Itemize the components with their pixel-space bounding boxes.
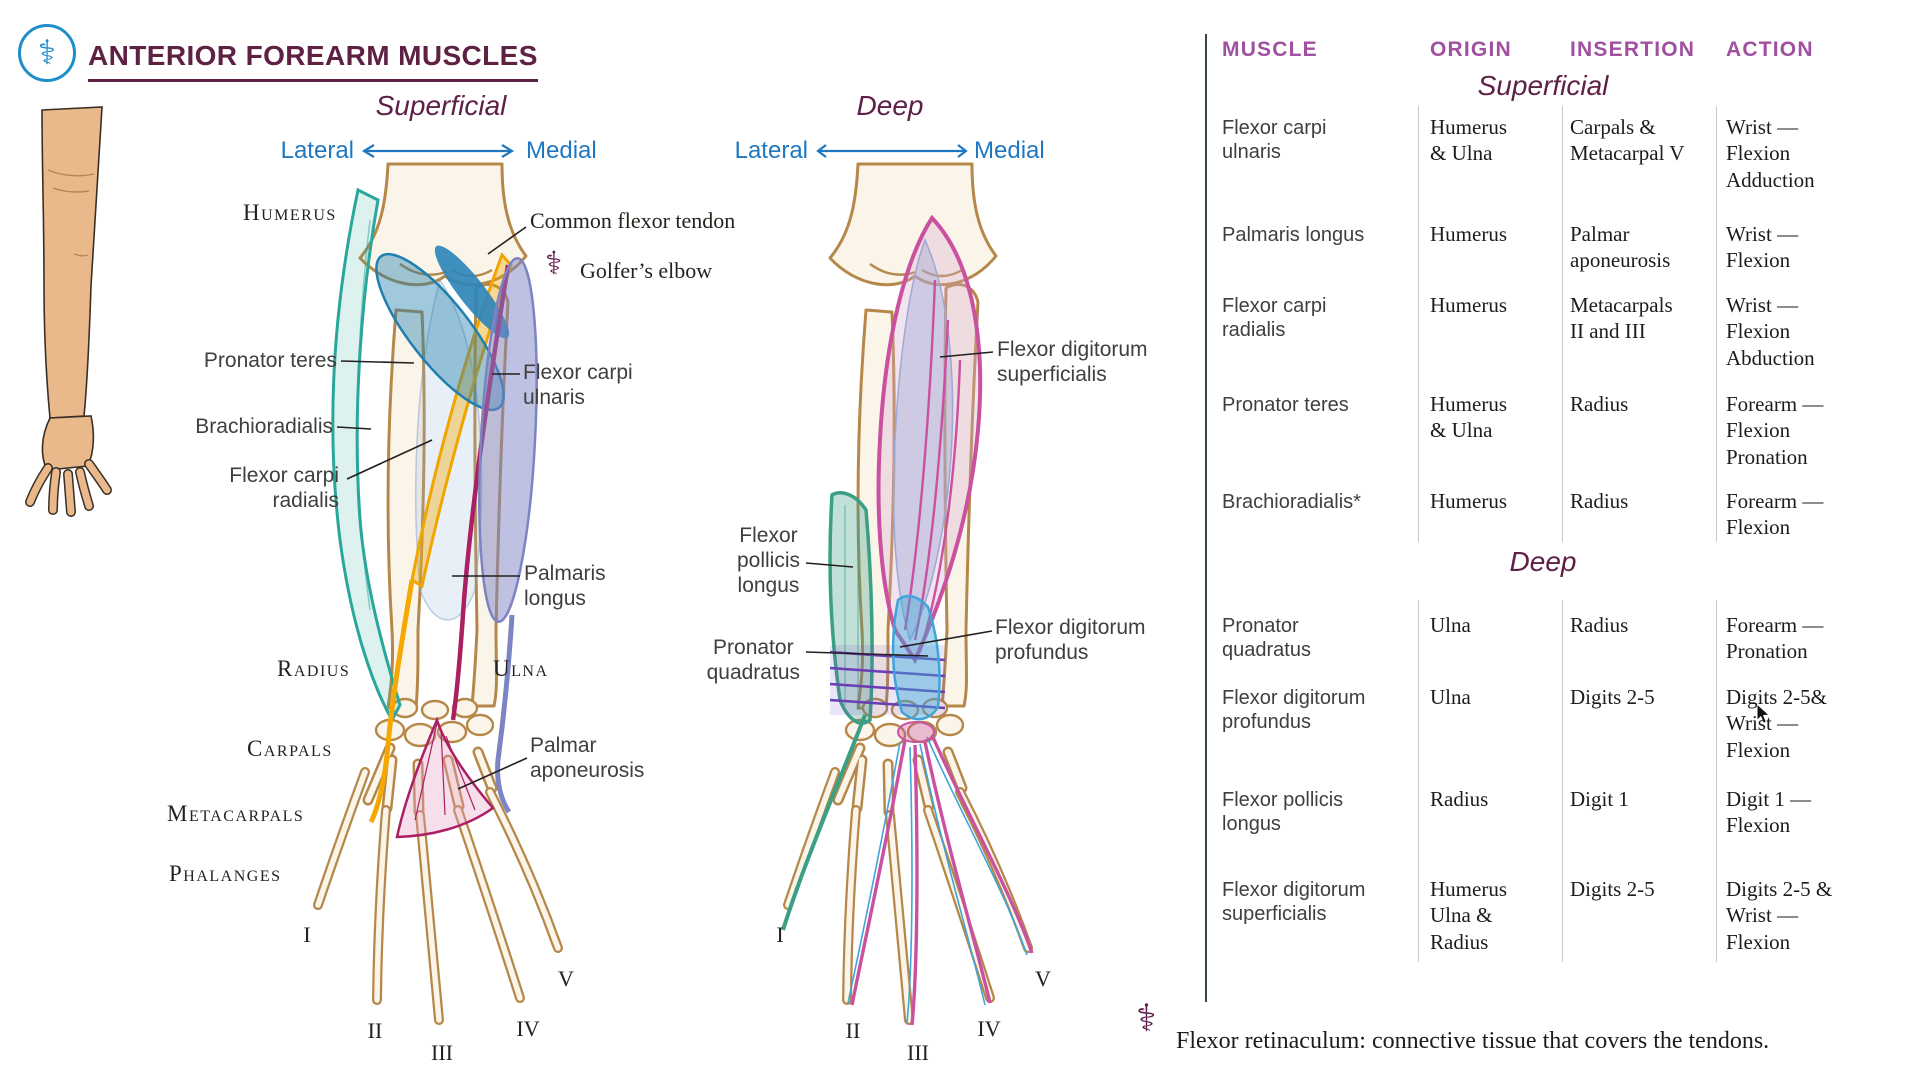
page-title: ANTERIOR FOREARM MUSCLES: [88, 40, 538, 82]
ulna-label: Ulna: [493, 656, 549, 681]
table-cell-muscle: Flexor digitorum superficialis: [1222, 879, 1366, 926]
metacarpals-label: Metacarpals: [167, 801, 305, 826]
deep-lateral-label: Lateral: [734, 137, 808, 164]
footnote-text: Flexor retinaculum: connective tissue th…: [1176, 1028, 1770, 1054]
column-divider: [1562, 106, 1563, 542]
superficial-digit-3-label: III: [431, 1040, 453, 1065]
table-section-deep: Deep: [1509, 546, 1577, 577]
table-cell-origin: Humerus: [1430, 222, 1507, 246]
table-cell-origin: Humerus Ulna & Radius: [1430, 877, 1507, 954]
deep-digit-5-label: V: [1035, 966, 1051, 991]
table-cell-action: Digits 2-5& Wrist — Flexion: [1726, 685, 1827, 762]
table-cell-insertion: Carpals & Metacarpal V: [1570, 115, 1685, 166]
deep-view-title: Deep: [856, 90, 924, 121]
flexor-digitorum-profundus-label: Flexor digitorum profundus: [995, 616, 1146, 664]
table-cell-insertion: Metacarpals II and III: [1570, 293, 1673, 344]
table-cell-origin: Humerus & Ulna: [1430, 392, 1507, 443]
table-cell-action: Digit 1 — Flexion: [1726, 787, 1812, 838]
deep-digit-4-label: IV: [977, 1016, 1001, 1041]
table-cell-action: Wrist — Flexion Adduction: [1726, 115, 1815, 192]
table-cell-insertion: Digit 1: [1570, 787, 1629, 811]
table-cell-origin: Humerus & Ulna: [1430, 115, 1507, 166]
table-cell-origin: Humerus: [1430, 489, 1507, 513]
table-cell-muscle: Flexor digitorum profundus: [1222, 687, 1366, 734]
table-cell-action: Wrist — Flexion Abduction: [1726, 293, 1815, 370]
table-cell-insertion: Radius: [1570, 613, 1629, 637]
deep-digit-2-label: II: [845, 1018, 861, 1043]
column-divider: [1418, 600, 1419, 962]
table-cell-action: Forearm — Flexion: [1726, 489, 1824, 540]
column-divider: [1418, 106, 1419, 542]
table-cell-insertion: Digits 2-5: [1570, 685, 1655, 709]
table-cell-origin: Humerus: [1430, 293, 1507, 317]
table-cell-insertion: Palmar aponeurosis: [1570, 222, 1671, 273]
palmaris-longus-label: Palmaris longus: [524, 562, 606, 610]
column-divider: [1716, 106, 1717, 542]
table-cell-origin: Radius: [1430, 787, 1489, 811]
table-cell-action: Wrist — Flexion: [1726, 222, 1799, 273]
table-cell-muscle: Flexor carpi ulnaris: [1222, 117, 1327, 164]
superficial-digit-1-label: I: [303, 922, 311, 947]
golfers-elbow-caduceus-icon: ⚕: [545, 244, 563, 282]
table-cell-origin: Ulna: [1430, 685, 1471, 709]
table-cell-insertion: Digits 2-5: [1570, 877, 1655, 901]
table-cell-action: Digits 2-5 & Wrist — Flexion: [1726, 877, 1833, 954]
pronator-teres-label: Pronator teres: [203, 349, 337, 372]
deep-digit-3-label: III: [907, 1040, 929, 1065]
table-cell-insertion: Radius: [1570, 392, 1629, 416]
table-cell-action: Forearm — Pronation: [1726, 613, 1824, 664]
column-header-muscle: MUSCLE: [1222, 38, 1318, 61]
column-divider: [1716, 600, 1717, 962]
carpals-label: Carpals: [247, 736, 333, 761]
superficial-lateral-label: Lateral: [280, 137, 354, 164]
table-cell-insertion: Radius: [1570, 489, 1629, 513]
common-flexor-tendon-label: Common flexor tendon: [530, 208, 736, 233]
pronator-quadratus-label: Pronator quadratus: [706, 636, 800, 684]
golfers-elbow-label: Golfer’s elbow: [580, 258, 713, 283]
table-section-superficial: Superficial: [1477, 70, 1609, 101]
table-cell-muscle: Pronator quadratus: [1222, 615, 1311, 662]
column-divider: [1562, 600, 1563, 962]
deep-medial-label: Medial: [974, 137, 1045, 164]
humerus-label: Humerus: [243, 200, 337, 225]
table-cell-origin: Ulna: [1430, 613, 1471, 637]
brachioradialis-label: Brachioradialis: [195, 415, 333, 438]
forearm-photo-illustration: [25, 106, 112, 517]
flexor-pollicis-longus-label: Flexor pollicis longus: [736, 524, 800, 597]
staff-of-asclepius-icon: ⚕: [18, 24, 76, 82]
table-cell-muscle: Brachioradialis*: [1222, 491, 1361, 513]
table-cell-muscle: Flexor carpi radialis: [1222, 295, 1327, 342]
column-header-action: ACTION: [1726, 38, 1814, 61]
superficial-forearm-diagram: [313, 162, 563, 1025]
palmar-aponeurosis-label: Palmar aponeurosis: [530, 734, 645, 782]
superficial-digit-2-label: II: [367, 1018, 383, 1043]
flexor-carpi-ulnaris-label: Flexor carpi ulnaris: [523, 361, 633, 409]
table-cell-muscle: Flexor pollicis longus: [1222, 789, 1344, 836]
superficial-view-title: Superficial: [375, 90, 507, 121]
flexor-carpi-radialis-label: Flexor carpi radialis: [229, 464, 339, 512]
deep-digit-1-label: I: [776, 922, 784, 947]
lateral-medial-arrows: [361, 144, 968, 158]
table-left-rule: [1205, 34, 1207, 1002]
footnote-caduceus-icon: ⚕: [1136, 996, 1157, 1040]
table-cell-action: Forearm — Flexion Pronation: [1726, 392, 1824, 469]
phalanges-label: Phalanges: [169, 861, 282, 886]
radius-label: Radius: [277, 656, 351, 681]
logo-glyph: ⚕: [37, 33, 57, 73]
superficial-digit-5-label: V: [558, 966, 574, 991]
table-cell-muscle: Pronator teres: [1222, 394, 1349, 416]
column-header-origin: ORIGIN: [1430, 38, 1512, 61]
flexor-digitorum-superficialis-label: Flexor digitorum superficialis: [997, 338, 1148, 386]
superficial-digit-4-label: IV: [516, 1016, 540, 1041]
column-header-insertion: INSERTION: [1570, 38, 1696, 61]
table-cell-muscle: Palmaris longus: [1222, 224, 1365, 246]
superficial-medial-label: Medial: [526, 137, 597, 164]
